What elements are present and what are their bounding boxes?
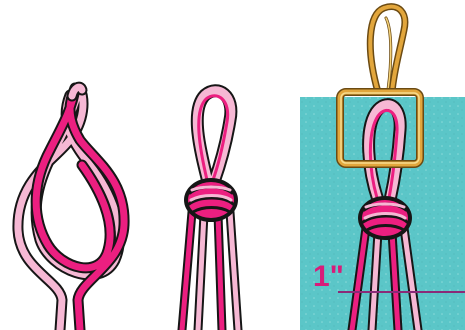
tight-knot-bulb xyxy=(184,178,238,222)
measurement-label: 1" xyxy=(313,262,344,292)
clipped-knot-bulb xyxy=(358,196,412,240)
loose-knot-step xyxy=(18,87,124,330)
tightened-knot-step xyxy=(182,91,238,330)
